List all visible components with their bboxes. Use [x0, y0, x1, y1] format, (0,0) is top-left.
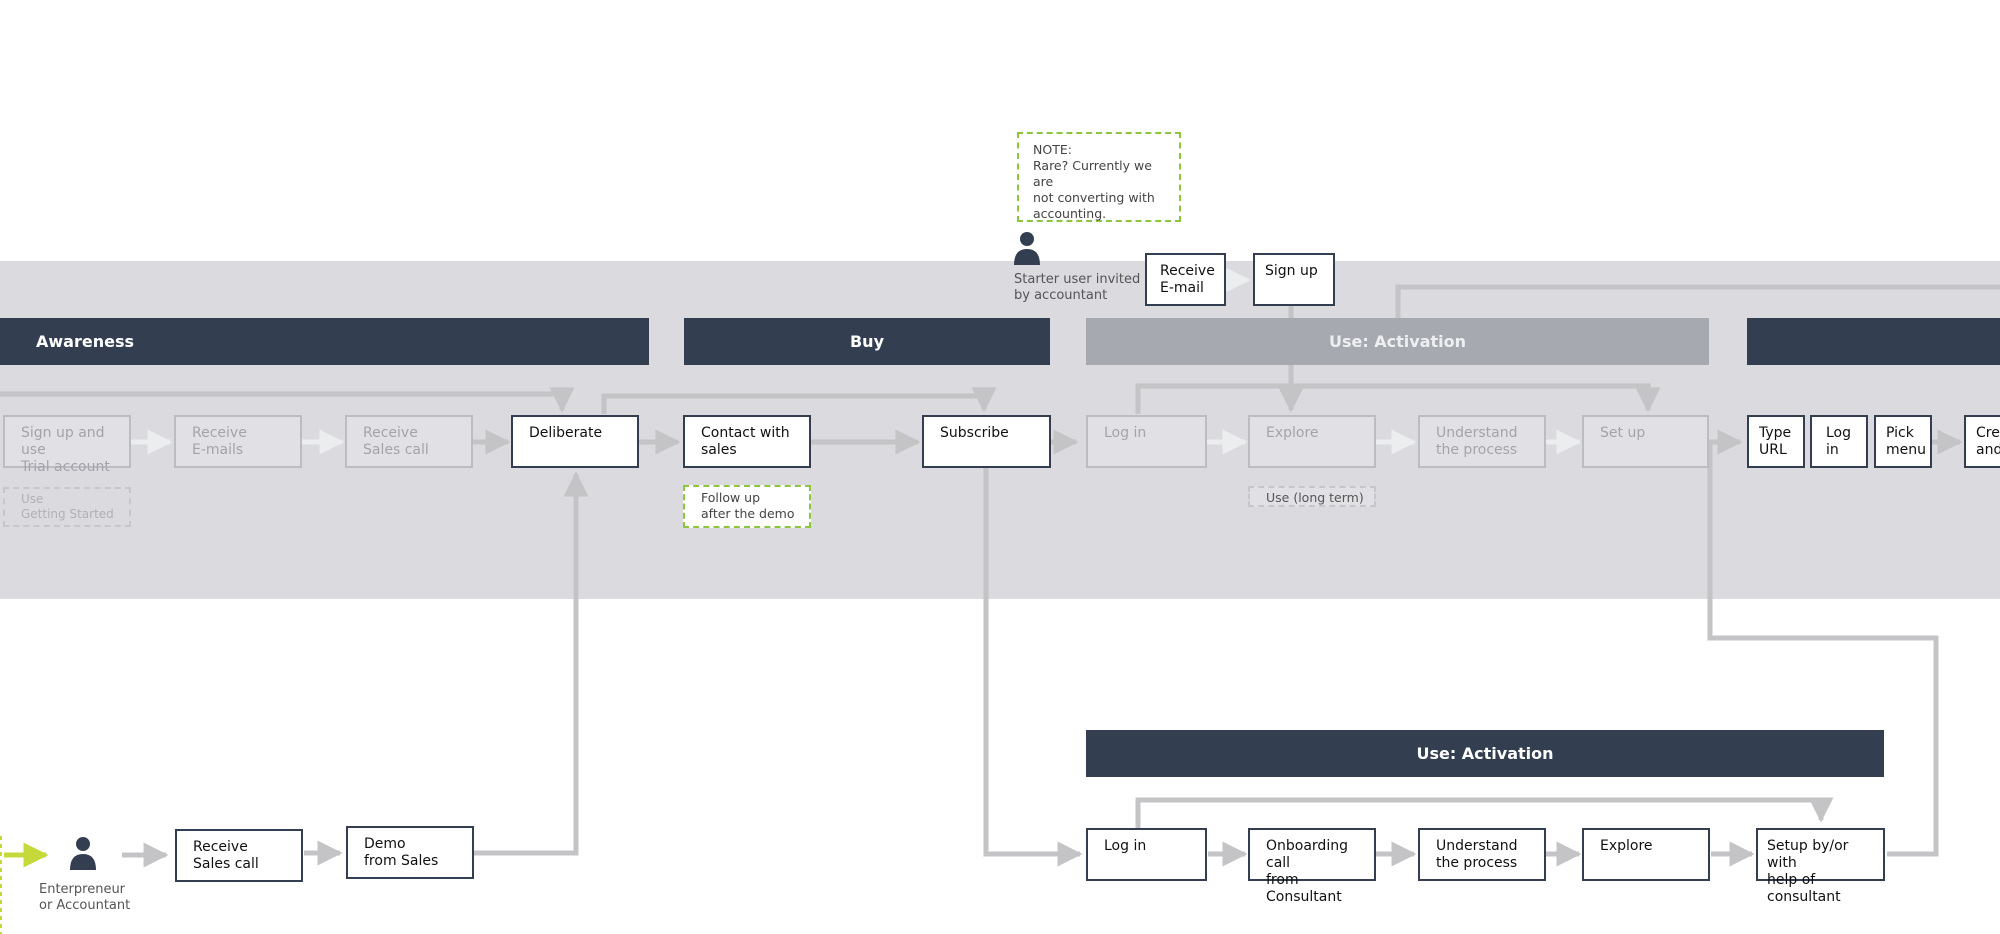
step-bottom-understand-process: Understand the process — [1418, 828, 1546, 881]
step-bottom-onboarding-call: Onboarding call from Consultant — [1248, 828, 1376, 905]
step-receive-sales-call-trial: Receive Sales call — [345, 415, 473, 468]
step-receive-emails: Receive E-mails — [174, 415, 302, 468]
connector-deliberate-subscribe — [601, 387, 997, 414]
connector-setup-bottom-setup — [1707, 443, 1939, 857]
step-set-up: Set up — [1582, 415, 1709, 468]
step-trial-account: Sign up and use Trial account — [3, 415, 131, 475]
header-awareness: Awareness — [0, 318, 649, 365]
note-getting-started: Use Getting Started — [3, 487, 131, 527]
step-bottom-log-in: Log in — [1086, 828, 1207, 881]
step-bottom-receive-sales-call: Receive Sales call — [175, 829, 303, 882]
header-buy: Buy — [684, 318, 1050, 365]
step-create-partial: Cre and — [1964, 415, 2000, 468]
step-type-url: Type URL — [1747, 415, 1805, 468]
step-bottom-explore: Explore — [1582, 828, 1710, 881]
step-contact-sales: Contact with sales — [683, 415, 811, 468]
step-deliberate: Deliberate — [511, 415, 639, 468]
entrepreneur-label: Enterpreneur or Accountant — [39, 882, 131, 913]
starter-user-icon — [1014, 232, 1040, 265]
note-follow-up-demo: Follow up after the demo — [683, 485, 811, 528]
header-activation-top: Use: Activation — [1086, 318, 1709, 365]
accounting-note: NOTE: Rare? Currently we are not convert… — [1017, 132, 1181, 222]
starter-user-label: Starter user invited by accountant — [1014, 272, 1141, 303]
step-pick-menu: Pick menu — [1874, 415, 1932, 468]
step-log-in-short: Log in — [1810, 415, 1868, 468]
step-explore: Explore — [1248, 415, 1376, 468]
connector-activation-top-right — [1395, 284, 2000, 318]
entrepreneur-icon — [70, 837, 96, 870]
step-receive-email: Receive E-mail — [1145, 253, 1226, 306]
note-long-term-use: Use (long term) — [1248, 486, 1376, 507]
step-sign-up: Sign up — [1253, 253, 1335, 306]
header-activation-bottom: Use: Activation — [1086, 730, 1884, 777]
step-subscribe: Subscribe — [922, 415, 1051, 468]
connector-demo-deliberate — [474, 471, 589, 856]
connector-login-setup-bracket — [1135, 383, 1661, 414]
step-bottom-demo: Demo from Sales — [346, 826, 474, 879]
connector-login-setup-bottom-bracket — [1135, 797, 1834, 828]
connector-subscribe-bottom-login — [983, 467, 1083, 867]
step-bottom-setup-consultant: Setup by/or with help of consultant — [1756, 828, 1885, 905]
step-log-in: Log in — [1086, 415, 1207, 468]
step-understand-process: Understand the process — [1418, 415, 1546, 468]
header-next — [1747, 318, 2000, 365]
connector-awareness-top — [0, 387, 575, 413]
